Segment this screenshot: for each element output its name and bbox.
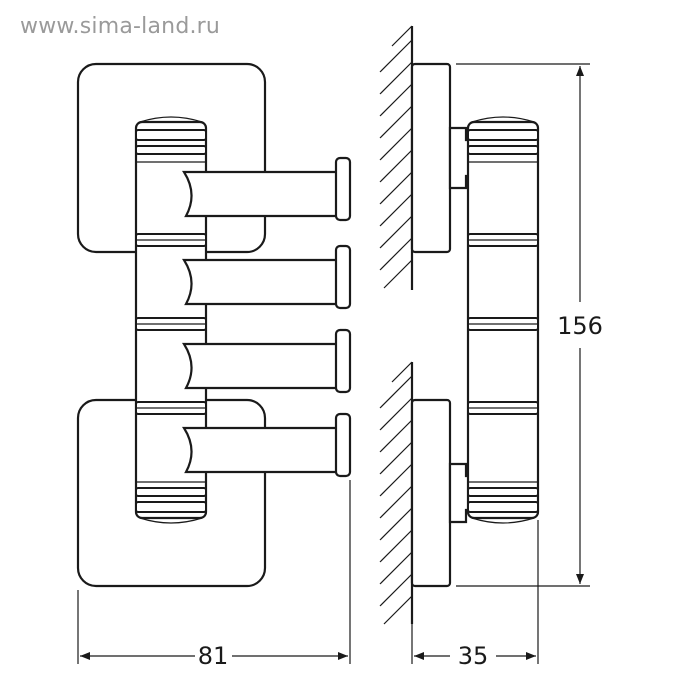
swivel-arm-4 [181,412,352,478]
bottom-plate-side [410,398,452,588]
width-dimension-label: 81 [198,642,229,670]
depth-dimension-label: 35 [458,642,489,670]
side-view: 156 35 [379,25,603,670]
height-dimension-label: 156 [557,312,603,340]
wall-hatching-top [379,25,414,290]
swivel-arm-2 [181,244,352,310]
front-view: 81 [76,62,352,670]
swivel-arm-3 [181,328,352,394]
vertical-bar [134,116,208,524]
vertical-bar-side [466,116,540,524]
depth-dimension [411,520,539,664]
top-plate-side [410,62,452,254]
width-dimension [77,480,351,664]
wall-hatching-bottom [379,361,414,625]
swivel-arm-1 [181,156,352,222]
top-end-cap [139,116,203,123]
watermark: www.sima-land.ru [20,14,221,39]
bottom-end-cap [139,517,203,524]
height-dimension [456,63,590,587]
